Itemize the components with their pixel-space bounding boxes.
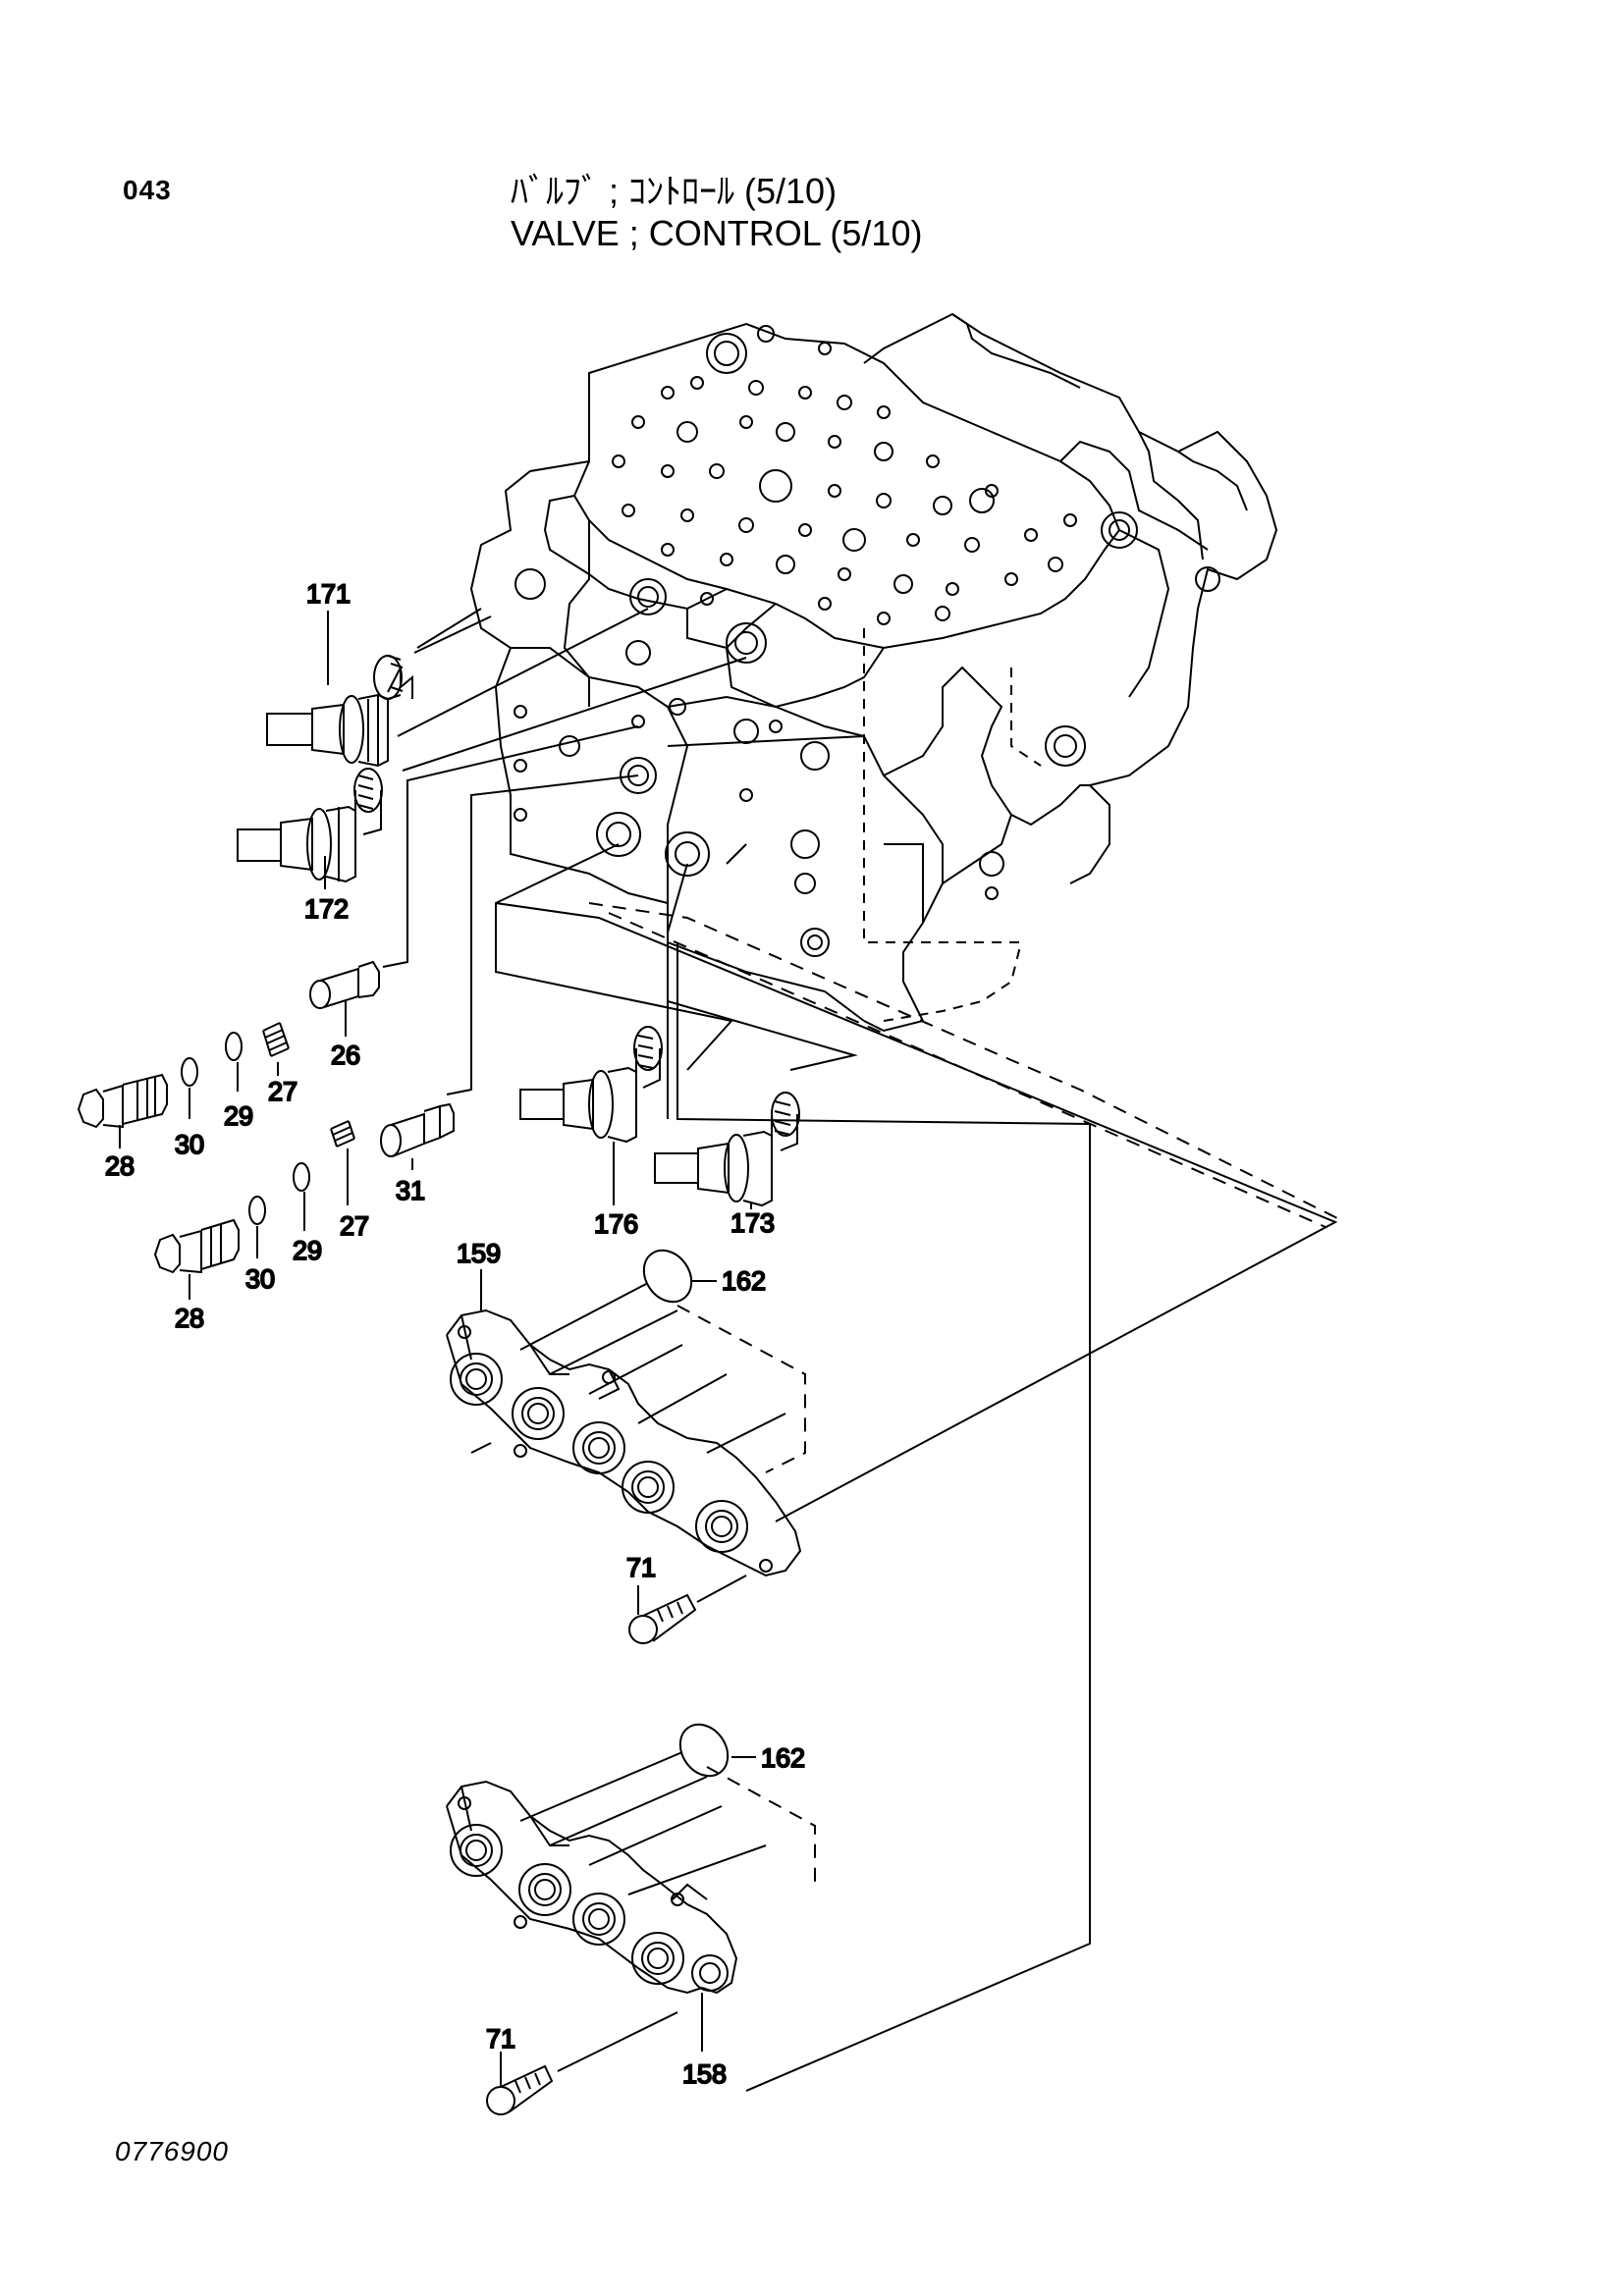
callout-158: 158	[682, 2059, 727, 2089]
callout-30-upper: 30	[175, 1130, 204, 1159]
part-27-spring-upper	[262, 1022, 290, 1057]
part-71-bolt-upper	[628, 1575, 747, 1644]
part-173-relief-valve	[654, 1092, 800, 1207]
part-158-flange	[446, 1751, 816, 1995]
callout-159: 159	[457, 1239, 501, 1268]
guide-lines	[382, 608, 1346, 2092]
callout-30-lower: 30	[245, 1264, 275, 1294]
callout-27-lower: 27	[340, 1211, 369, 1241]
callout-29-lower: 29	[293, 1236, 322, 1265]
callout-labels: 171 172 26 27 29 30 28 31 176 173 27 29 …	[104, 578, 806, 2090]
part-162-o-ring-upper	[642, 1249, 693, 1304]
callout-28-lower: 28	[175, 1304, 204, 1333]
callout-71-upper: 71	[626, 1553, 656, 1582]
part-27-spring-lower	[330, 1120, 355, 1148]
callout-162-upper: 162	[722, 1266, 766, 1296]
part-31-piston	[380, 1102, 455, 1157]
part-162-o-ring-lower	[678, 1723, 730, 1778]
callout-173: 173	[730, 1208, 775, 1238]
part-26-piston	[309, 960, 380, 1009]
drawing-number: 0776900	[115, 2136, 230, 2166]
part-30-o-ring-lower	[248, 1196, 266, 1225]
title-japanese: ﾊﾞﾙﾌﾞ ; ｺﾝﾄﾛｰﾙ (5/10)	[511, 171, 838, 211]
callout-31: 31	[396, 1176, 425, 1205]
callout-29-upper: 29	[224, 1101, 253, 1131]
part-159-flange	[446, 1283, 806, 1577]
part-30-o-ring-upper	[181, 1057, 198, 1087]
callout-172: 172	[304, 894, 349, 924]
callout-71-lower: 71	[486, 2024, 515, 2054]
callout-176: 176	[594, 1209, 638, 1239]
part-171-relief-valve	[266, 615, 492, 768]
part-172-relief-valve	[237, 768, 383, 883]
part-28-plug-lower	[153, 1218, 240, 1274]
callout-28-upper: 28	[105, 1151, 135, 1181]
callout-162-lower: 162	[761, 1743, 805, 1773]
part-71-bolt-lower	[486, 2011, 678, 2115]
callout-27-upper: 27	[268, 1077, 298, 1106]
callout-26: 26	[331, 1041, 360, 1070]
callout-leaders	[119, 611, 756, 2087]
page-number: 043	[123, 175, 172, 205]
title-english: VALVE ; CONTROL (5/10)	[511, 213, 923, 253]
part-176-relief-valve	[519, 1026, 663, 1144]
part-28-plug-upper	[77, 1073, 168, 1129]
control-valve-body	[469, 312, 1278, 1033]
part-29-o-ring-upper	[225, 1032, 243, 1061]
callout-171: 171	[306, 579, 351, 609]
part-29-o-ring-lower	[293, 1162, 310, 1192]
